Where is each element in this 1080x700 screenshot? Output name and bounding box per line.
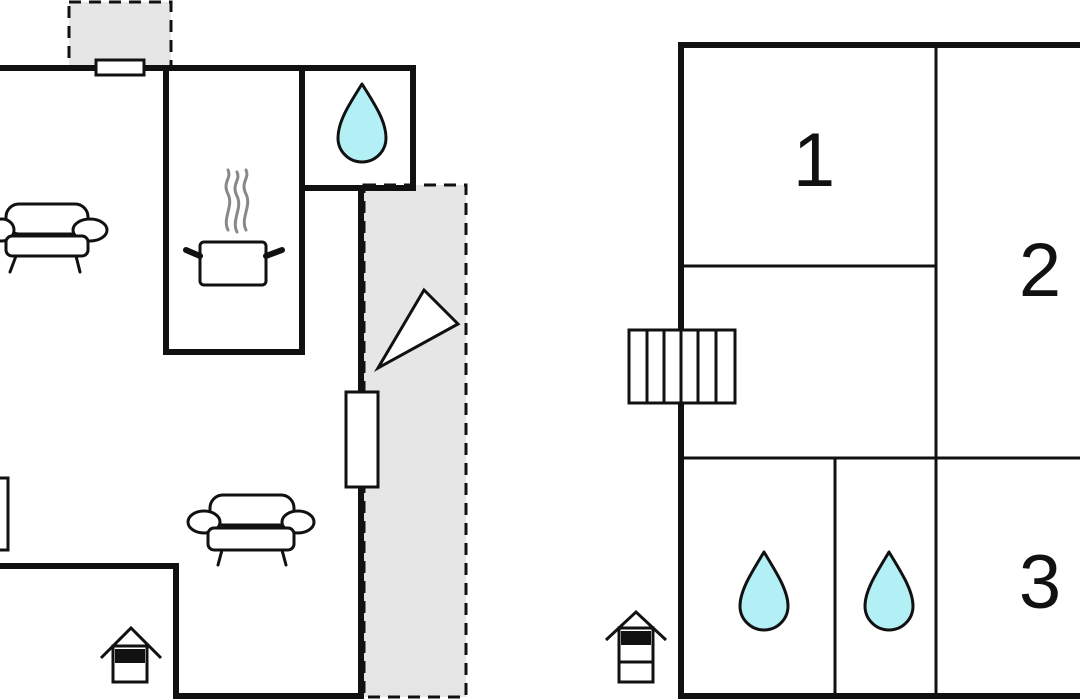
outdoor-terrace xyxy=(362,183,468,699)
water-drop-icon xyxy=(863,550,915,632)
room-number-1: 1 xyxy=(793,118,835,203)
house-entrance-icon xyxy=(604,609,668,684)
sofa-icon xyxy=(186,493,316,567)
sofa-icon xyxy=(0,202,109,274)
staircase-icon xyxy=(627,328,737,405)
room-number-2: 2 xyxy=(1019,228,1061,313)
terrace-icon xyxy=(373,287,461,372)
cooking-pot-icon xyxy=(183,168,285,287)
water-drop-icon xyxy=(738,550,790,632)
walls-left xyxy=(0,65,416,699)
water-drop-icon xyxy=(336,82,388,164)
window xyxy=(94,58,146,77)
house-entrance-icon xyxy=(99,625,163,684)
outdoor-area-top xyxy=(67,0,173,70)
window xyxy=(0,476,10,552)
room-number-3: 3 xyxy=(1019,540,1061,625)
right-floor: 1 2 3 xyxy=(604,42,1080,699)
left-floor xyxy=(0,0,468,699)
window xyxy=(344,390,380,489)
